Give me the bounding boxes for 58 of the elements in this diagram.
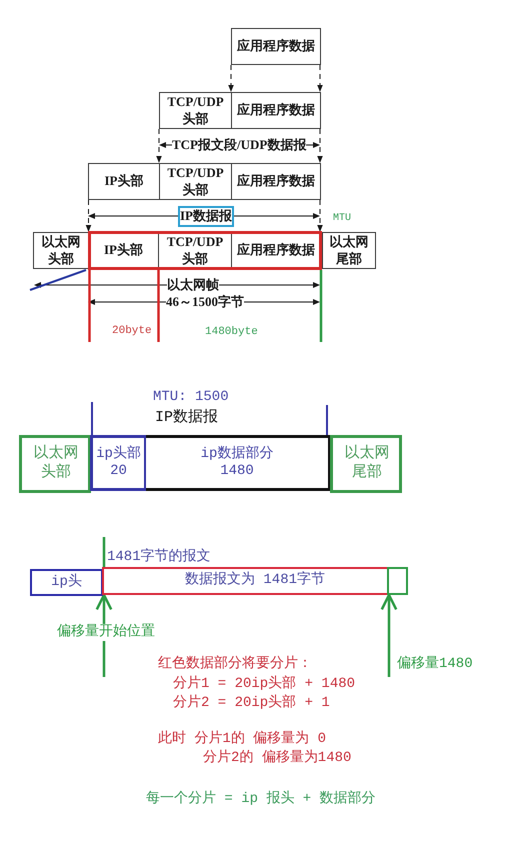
note-text: 分片1 = 20ip头部 + 1480 [173,676,356,693]
field-box [231,92,321,129]
dimension-label: 46～1500字节 [166,294,244,310]
field-label: 以太网尾部 [328,234,370,267]
field-value: 1480 [220,463,254,480]
annotation-text: MTU: 1500 [153,389,229,406]
arrow [317,200,323,232]
note-text: 每一个分片 = ip 报头 + 数据部分 [146,791,376,808]
annotation-text: 1481字节的报文 [107,549,211,566]
field-value: 20 [110,463,127,480]
annotation-text: IP数据报 [155,409,218,427]
arrow [380,594,398,677]
field-label: 以太网头部 [40,234,82,267]
field-box [146,435,331,491]
dimension-label: 以太网帧 [167,277,219,293]
arrow [228,64,234,92]
note-text: 分片2的 偏移量为1480 [203,750,352,767]
field-label: TCP/UDP 头部 [166,94,225,127]
arrow [317,64,323,92]
field-label: TCP/UDP 头部 [166,165,225,198]
field-label: 以太网头部 [32,445,80,483]
field-label: TCP/UDP 头部 [166,234,224,267]
field-label: ip头 [51,574,82,592]
field-box [330,435,402,493]
note-text: 此时 分片1的 偏移量为 0 [158,731,326,748]
annotation-text: 1480byte [205,326,258,340]
field-box [19,435,91,493]
field-label: 应用程序数据 [237,173,315,190]
field-label: 应用程序数据 [237,242,315,259]
dimension-label: TCP报文段/UDP数据报 [172,137,306,153]
field-box [88,163,160,200]
field-label: 应用程序数据 [237,38,315,55]
arrow [317,128,323,164]
note-text: 分片2 = 20ip头部 + 1 [173,695,330,712]
field-label: 数据报文为 1481字节 [184,572,325,590]
field-box [231,28,321,65]
arrow [86,200,92,232]
field-label: 应用程序数据 [237,102,315,119]
field-label: ip头部 [96,446,141,463]
field-box [30,569,103,596]
field-box [159,163,232,200]
field-box [159,92,232,129]
field-box [322,232,376,269]
field-label: ip数据部分 [200,446,274,463]
note-text: 红色数据部分将要分片： [158,656,312,673]
field-label: IP数据报 [180,208,232,225]
arrow [156,128,162,164]
edge-label: 偏移量开始位置 [57,624,155,641]
field-box [33,232,89,269]
field-label: 以太网尾部 [344,445,390,483]
field-box [231,163,321,200]
field-label: IP头部 [104,173,144,190]
marker-box [387,567,408,595]
field-box [102,567,408,595]
annotation-text: MTU [333,213,352,225]
field-label: IP头部 [104,242,143,259]
annotation-text: 20byte [112,325,152,338]
field-box [90,435,147,491]
